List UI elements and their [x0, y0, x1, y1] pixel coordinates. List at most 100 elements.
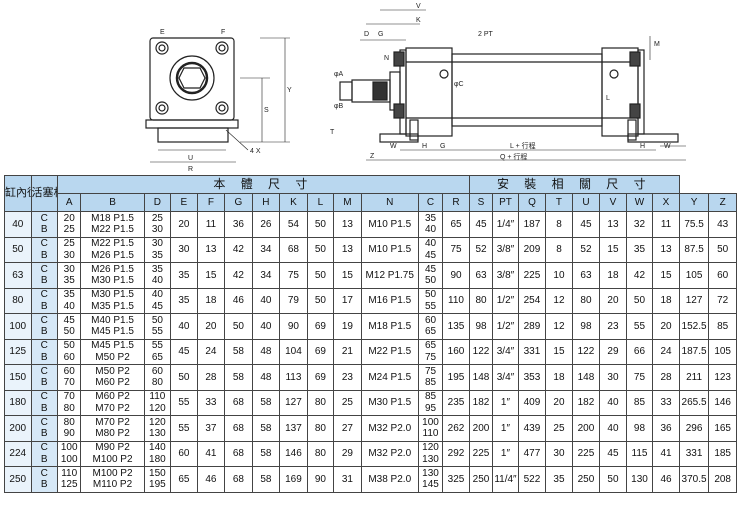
- cell-f: 41: [196, 440, 226, 467]
- cell-m: 17: [333, 287, 362, 314]
- column-header-d: D: [143, 193, 172, 212]
- cell-y: 127: [678, 287, 710, 314]
- cell-pt: 1/2″: [492, 313, 519, 340]
- cell-g: 42: [224, 236, 253, 263]
- cell-v: 40: [599, 415, 627, 442]
- cell-z: 50: [708, 236, 737, 263]
- cell-v: 45: [599, 440, 627, 467]
- cell-h: 34: [251, 262, 281, 289]
- label-t: T: [330, 129, 335, 136]
- cell-value: 50: [424, 289, 437, 301]
- cell-value: M18 P1.5: [91, 212, 134, 224]
- cell-value: 30: [151, 238, 163, 250]
- cell-w: 98: [625, 415, 654, 442]
- cell-f: 20: [196, 313, 226, 340]
- cell-r: 75: [442, 236, 470, 263]
- column-header-e: E: [170, 193, 198, 212]
- cell-e: 45: [170, 338, 198, 365]
- label-u: U: [188, 155, 193, 162]
- cell-v: 29: [599, 338, 627, 365]
- label-m: M: [654, 41, 660, 48]
- cell-m: 23: [333, 364, 362, 391]
- cell-z: 60: [708, 262, 737, 289]
- column-header-a: A: [56, 193, 82, 212]
- rod-type: B: [40, 300, 48, 312]
- cell-pt: 3/4″: [492, 364, 519, 391]
- cell-z: 105: [708, 338, 737, 365]
- cell-n: M24 P1.5: [360, 364, 419, 391]
- cell-value: 110: [61, 467, 78, 479]
- cell-value: 60: [63, 351, 75, 363]
- cell-pt: 3/4″: [492, 338, 519, 365]
- cell-u: 148: [571, 364, 601, 391]
- column-header-m: M: [333, 193, 362, 212]
- cell-f: 24: [196, 338, 226, 365]
- cell-w: 35: [625, 236, 654, 263]
- cell-value: 40: [424, 224, 437, 236]
- cell-value: 30: [63, 249, 75, 261]
- cell-e: 55: [170, 389, 198, 416]
- cell-s: 80: [468, 287, 494, 314]
- cell-k: 113: [279, 364, 308, 391]
- cell-value: 20: [63, 212, 75, 224]
- cell-e: 65: [170, 466, 198, 493]
- label-h: H: [422, 143, 427, 150]
- column-header-pt: PT: [492, 193, 519, 212]
- cell-e: 50: [170, 364, 198, 391]
- cell-value: 40: [151, 275, 163, 287]
- cell-u: 52: [571, 236, 601, 263]
- cell-x: 15: [652, 262, 680, 289]
- cell-value: 35: [151, 249, 163, 261]
- column-header-l: L: [306, 193, 335, 212]
- cell-g: 36: [224, 211, 253, 238]
- cell-g: 50: [224, 313, 253, 340]
- cell-value: 55: [151, 326, 163, 338]
- cell-h: 58: [251, 389, 281, 416]
- cell-t: 10: [545, 262, 573, 289]
- rod-type: C: [40, 365, 48, 377]
- cell-value: 120: [149, 416, 166, 428]
- cell-value: 30: [63, 263, 75, 275]
- cell-s: 52: [468, 236, 494, 263]
- cell-n: M10 P1.5: [360, 211, 419, 238]
- cell-x: 41: [652, 440, 680, 467]
- cell-e: 40: [170, 313, 198, 340]
- cell-value: M45 P1.5: [91, 326, 134, 338]
- cell-q: 209: [517, 236, 547, 263]
- cell-g: 68: [224, 415, 253, 442]
- side-view: [339, 9, 686, 161]
- cell-value: 25: [151, 212, 163, 224]
- column-header-v: V: [599, 193, 627, 212]
- cell-value: M26 P1.5: [91, 249, 134, 261]
- cell-f: 46: [196, 466, 226, 493]
- cell-value: M30 P1.5: [91, 289, 134, 301]
- rod-type: B: [40, 249, 48, 261]
- body-dimension-group: 本 體 尺 寸: [57, 175, 470, 194]
- cell-n: M32 P2.0: [360, 415, 419, 442]
- cell-y: 331: [678, 440, 710, 467]
- cell-h: 48: [251, 364, 281, 391]
- cell-value: 65: [151, 351, 163, 363]
- cell-k: 54: [279, 211, 308, 238]
- cell-value: 120: [149, 402, 166, 414]
- cell-pt: 1″: [492, 389, 519, 416]
- rod-type: C: [40, 212, 48, 224]
- cell-y: 75.5: [678, 211, 710, 238]
- cell-m: 27: [333, 415, 362, 442]
- bore-cell: 100: [4, 313, 32, 340]
- cell-k: 137: [279, 415, 308, 442]
